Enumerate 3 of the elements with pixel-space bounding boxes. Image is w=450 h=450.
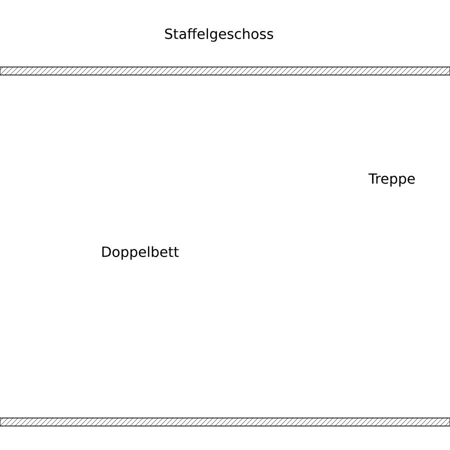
room-label: Doppelbett (102, 246, 179, 260)
room-label: Treppe (368, 173, 415, 187)
room-label: Staffelgeschoss (165, 28, 274, 42)
